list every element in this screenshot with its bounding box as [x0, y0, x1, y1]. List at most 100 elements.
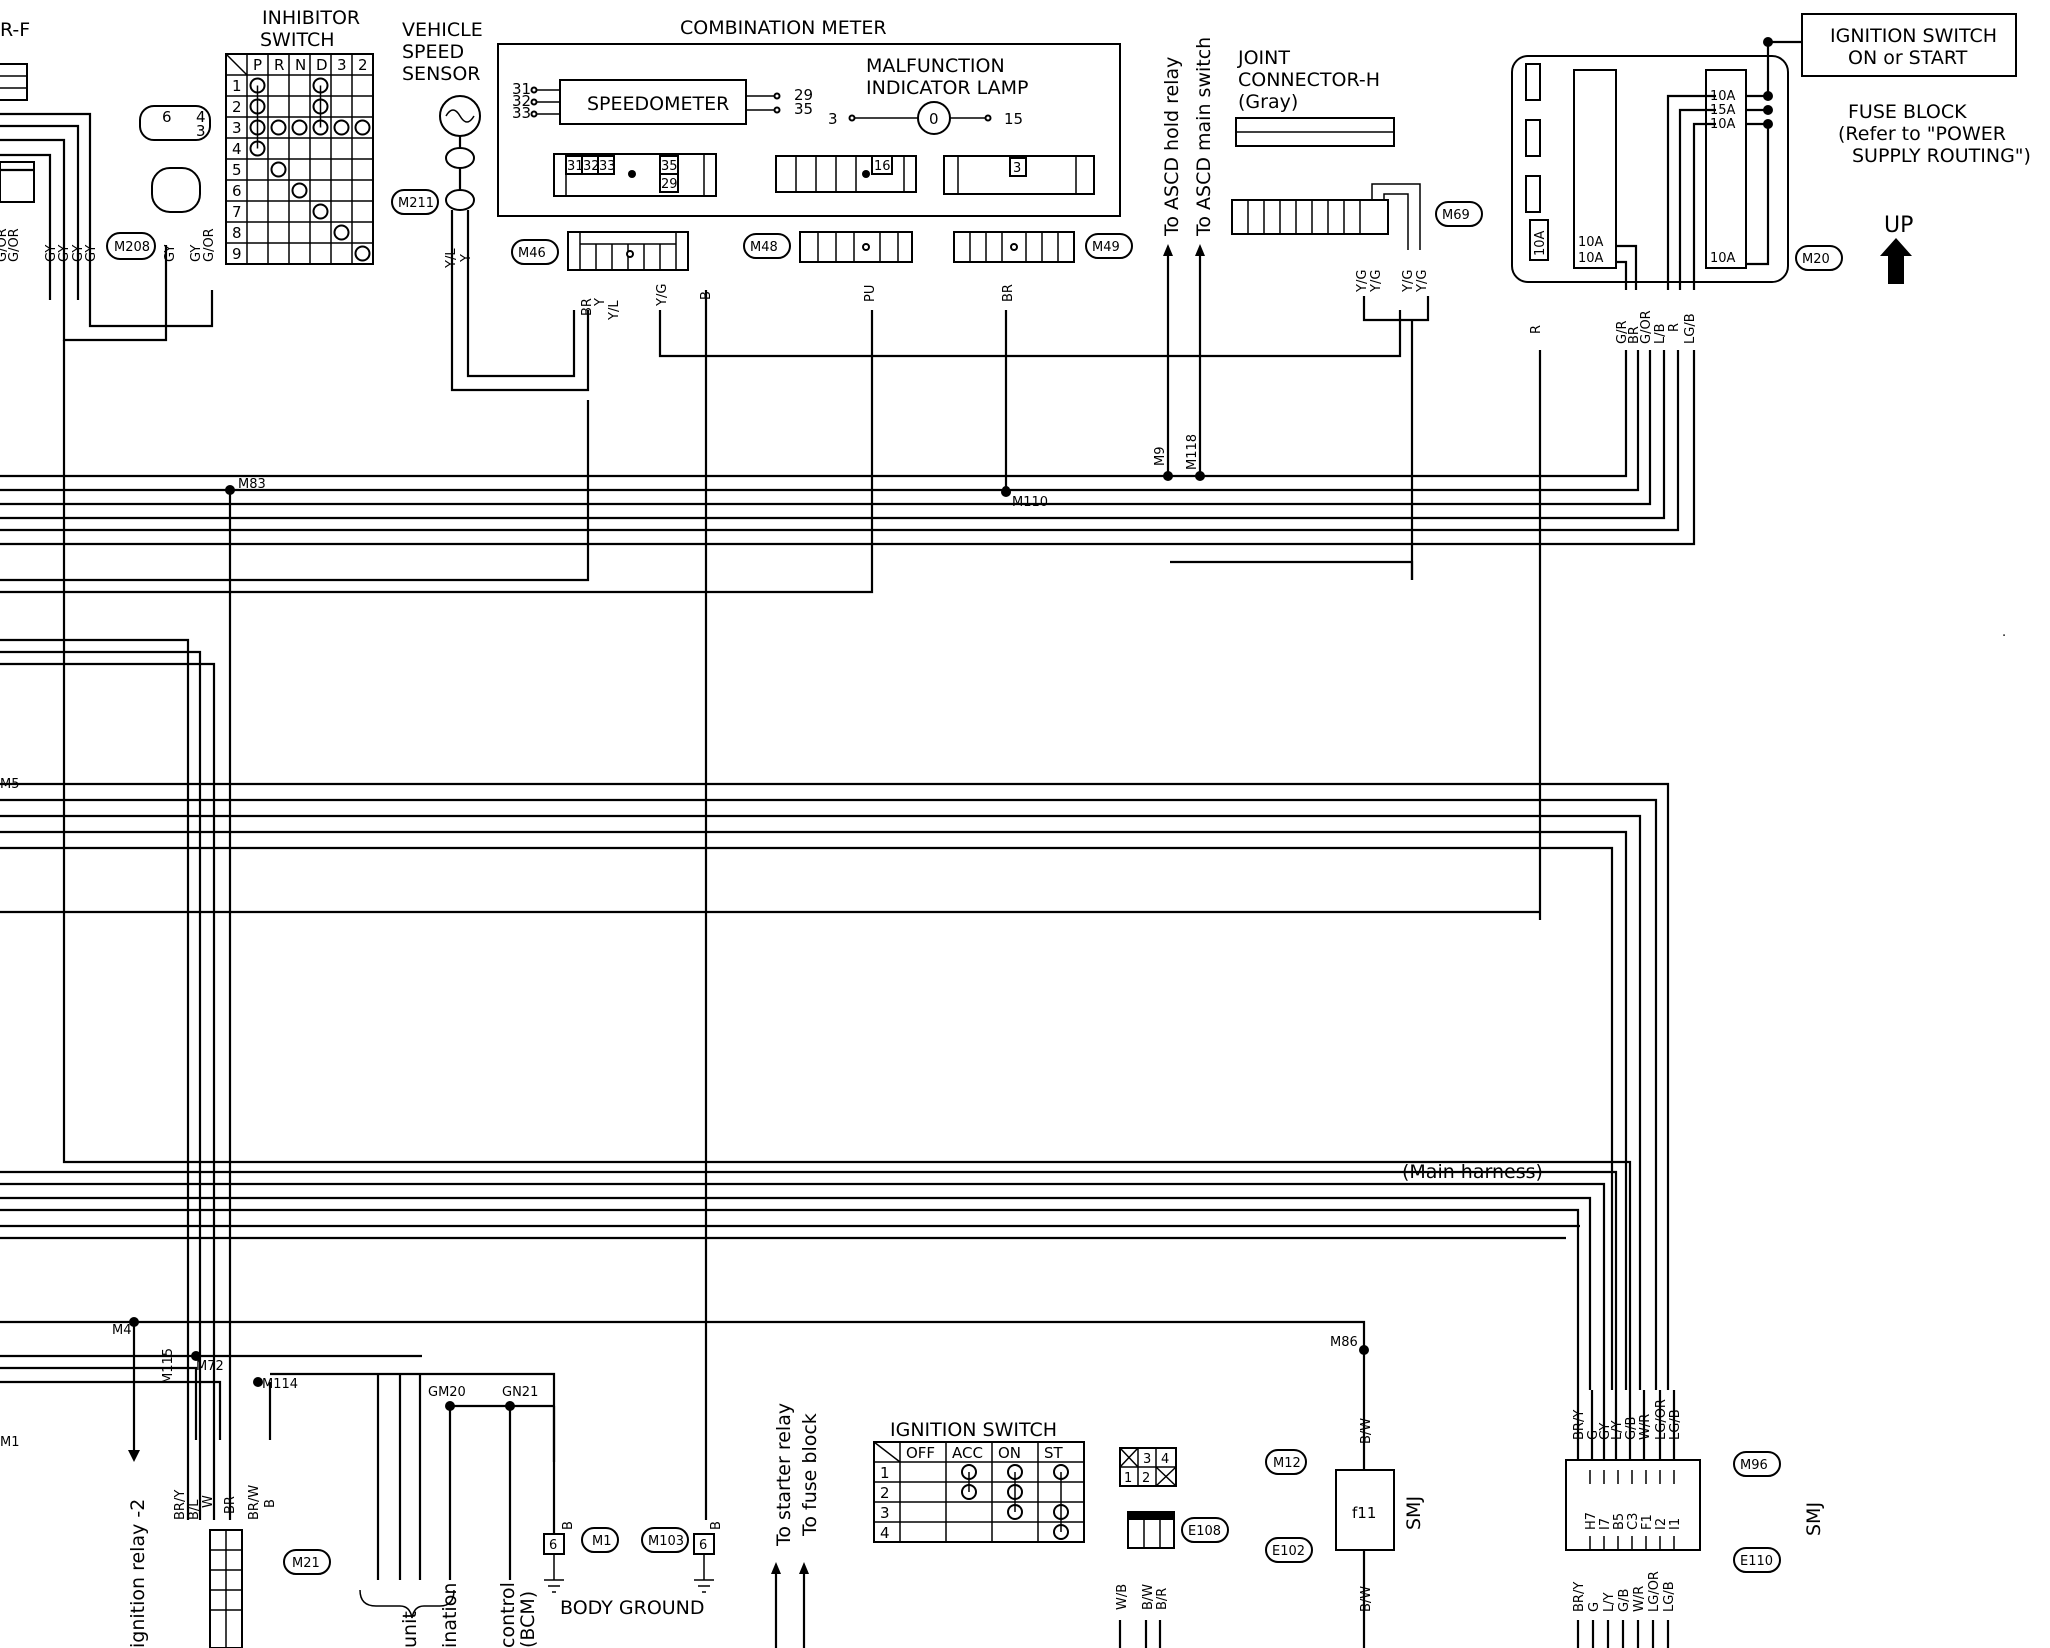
- up-label: UP: [1884, 213, 1913, 238]
- lamp-pin-15: 15: [1004, 110, 1023, 128]
- connector-e108-label: E108: [1188, 1524, 1221, 1539]
- m46-wire-colors: BR Y Y/L Y/G B PU BR: [580, 284, 1016, 321]
- ground-m1-pin: 6: [549, 1538, 557, 1553]
- inhibitor-switch-title-2: SWITCH: [260, 29, 335, 51]
- wire-color-e108-bw: B/W: [1141, 1584, 1156, 1610]
- meter-cell-29: 29: [661, 177, 678, 192]
- stray-mark: .: [2002, 625, 2006, 640]
- connector-e108: 3 4 1 2 E108 W/B B/W B/R: [1115, 1447, 1229, 1648]
- wire-color-ground-b-2: B: [709, 1521, 724, 1530]
- splice-m86-label: M86: [1330, 1335, 1358, 1350]
- m96-top-color-2: GY: [1598, 1423, 1613, 1440]
- m96-top-color-3: L/Y: [1610, 1420, 1625, 1440]
- inhibitor-col-2: 2: [358, 56, 368, 74]
- to-ascd-hold-relay-label: To ASCD hold relay: [1161, 57, 1183, 237]
- fuse-10a-d: 10A: [1710, 117, 1736, 132]
- to-fuse-block-label: To fuse block: [799, 1413, 821, 1537]
- meter-connector-2: 16: [775, 155, 917, 193]
- wire-color-gy-1: GY: [44, 245, 59, 262]
- wire-color-smj-bw-top: B/W: [1359, 1418, 1374, 1444]
- inhibitor-col-3: 3: [337, 56, 347, 74]
- meter-cell-32: 32: [583, 159, 600, 174]
- inhibitor-row-1: 1: [232, 77, 242, 95]
- ignition-row-4: 4: [880, 1524, 890, 1542]
- wire-color-ground-b-1: B: [561, 1521, 576, 1530]
- splice-m9-label: M9: [1153, 447, 1168, 467]
- control-label: control: [497, 1582, 519, 1648]
- wire-color-vss-y: Y: [459, 254, 474, 263]
- connector-m12-label: M12: [1273, 1456, 1301, 1471]
- vss-title-1: VEHICLE: [402, 19, 483, 41]
- ignition-row-3: 3: [880, 1504, 890, 1522]
- wire-color-m46-br: BR: [580, 298, 595, 316]
- inhibitor-row-5: 5: [232, 161, 242, 179]
- meter-cell-3: 3: [1013, 161, 1021, 176]
- e108-pin-2: 2: [1142, 1471, 1150, 1486]
- wire-color-gor-2: G/OR: [0, 228, 10, 262]
- inhibitor-row-3: 3: [232, 119, 242, 137]
- m208-pin-4: 4: [196, 108, 206, 126]
- wire-color-e108-br: B/R: [1155, 1588, 1170, 1610]
- splices: M83 M110 M9 M118 M5 M4 M115 M72 M114 GM2…: [0, 434, 1358, 1450]
- wire-color-m49-br: BR: [1001, 284, 1016, 302]
- splice-gm20-label: GM20: [428, 1385, 466, 1400]
- inhibitor-row-8: 8: [232, 224, 242, 242]
- connector-m208-label: M208: [114, 240, 150, 255]
- partial-connector-r-f: R-F: [0, 19, 30, 101]
- splice-m5-label: M5: [0, 777, 20, 792]
- e108-pin-1: 1: [1124, 1471, 1132, 1486]
- connector-m46-label: M46: [518, 246, 546, 261]
- splice-m115-label: M115: [161, 1348, 176, 1384]
- meter-cell-16: 16: [874, 159, 891, 174]
- wire-color-e108-wb: W/B: [1115, 1584, 1130, 1610]
- speedometer-label: SPEEDOMETER: [587, 93, 729, 115]
- ignition-col-off: OFF: [906, 1444, 935, 1462]
- splice-m1-label: M1: [0, 1435, 20, 1450]
- lamp-pin-3: 3: [828, 110, 838, 128]
- meter-connector-3: 3: [943, 155, 1095, 195]
- connector-m49: M49: [953, 231, 1133, 263]
- m96-pin-F1: F1: [1640, 1514, 1655, 1530]
- meter-cell-31: 31: [567, 159, 584, 174]
- wire-color-gy-3: GY: [71, 245, 86, 262]
- wire-color-m46-yl: Y/L: [607, 300, 622, 321]
- splice-m83-label: M83: [238, 477, 266, 492]
- ignition-row-1: 1: [880, 1464, 890, 1482]
- inhibitor-row-4: 4: [232, 140, 242, 158]
- m96-top-color-1: G: [1586, 1430, 1601, 1440]
- joint-connector-h: JOINT CONNECTOR-H (Gray) M69 Y/G Y/G Y/G…: [1231, 47, 1483, 322]
- connector-m49-label: M49: [1092, 240, 1120, 255]
- ignition-on-label-2: ON or START: [1848, 47, 1968, 69]
- smj-m12-label: SMJ: [1403, 1496, 1425, 1530]
- speedo-pin-31: 31: [512, 80, 531, 98]
- m96-bottom-color-1: G: [1587, 1602, 1602, 1612]
- connector-e102-label: E102: [1272, 1544, 1305, 1559]
- joint-connector-title-2: CONNECTOR-H: [1238, 69, 1380, 91]
- wire-color-fuse-lb: L/B: [1653, 323, 1668, 344]
- ground-m103-pin: 6: [699, 1538, 707, 1553]
- meter-cell-35: 35: [661, 159, 678, 174]
- wire-color-fuse-gor: G/OR: [1639, 310, 1654, 344]
- ignition-on-label-1: IGNITION SWITCH: [1830, 25, 1997, 47]
- connector-m211-label: M211: [398, 196, 434, 211]
- ignition-col-on: ON: [998, 1444, 1021, 1462]
- r-f-label: R-F: [0, 19, 30, 41]
- m96-top-color-4: G/B: [1624, 1417, 1639, 1440]
- ignition-col-st: ST: [1044, 1444, 1064, 1462]
- fuse-15a-left: 10A: [1533, 230, 1548, 256]
- meter-connector-1: 31 32 33 35 29: [553, 153, 717, 197]
- unit-label: unit: [399, 1611, 421, 1648]
- fuse-10a-a: 10A: [1578, 235, 1604, 250]
- main-wire-bundle: [0, 290, 1696, 1648]
- m96-bottom-color-3: G/B: [1617, 1589, 1632, 1612]
- wire-color-m69-yg-2: Y/G: [1369, 270, 1384, 293]
- speedo-pin-33: 33: [512, 104, 531, 122]
- vehicle-speed-sensor: VEHICLE SPEED SENSOR M211 Y/L Y: [391, 19, 590, 392]
- fuse-block-title-1: FUSE BLOCK: [1848, 101, 1967, 123]
- m96-pin-I7: I7: [1598, 1518, 1613, 1530]
